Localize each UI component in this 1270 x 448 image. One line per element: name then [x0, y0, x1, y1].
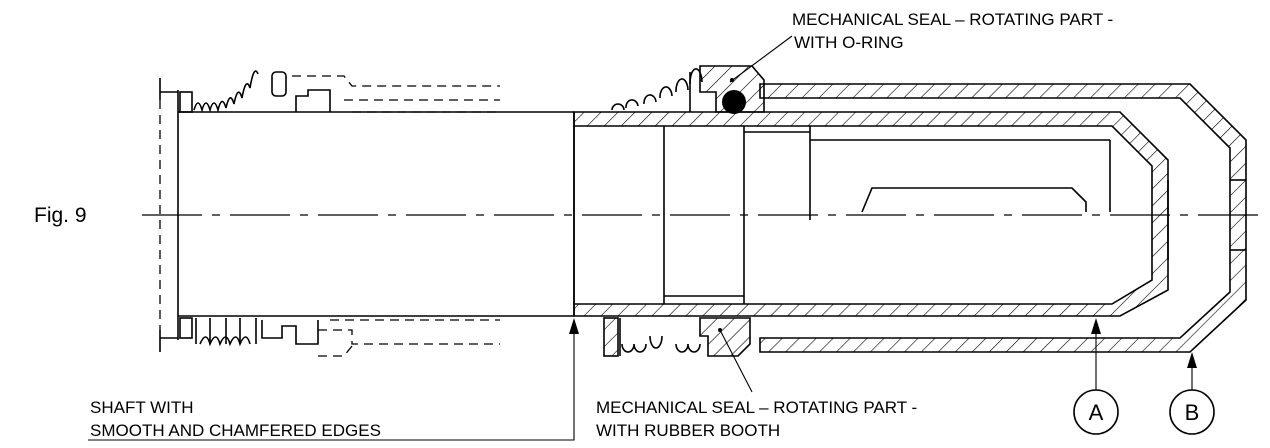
top-seal-label-2: WITH O-RING: [794, 33, 904, 52]
lower-left-spring: [179, 317, 500, 357]
figure-label: Fig. 9: [34, 204, 87, 227]
callout-a-circle: [1073, 389, 1119, 435]
upper-seal: [611, 65, 765, 114]
callout-a-label: A: [1089, 400, 1104, 425]
bottom-seal-label-1: MECHANICAL SEAL – ROTATING PART -: [596, 398, 917, 417]
lower-seal: [603, 317, 751, 357]
sleeve-internal-steps: [663, 126, 1111, 304]
sleeve-a: [573, 111, 1169, 317]
housing-b: [759, 83, 1247, 353]
upper-left-spring: [179, 70, 500, 114]
shaft-label-1: SHAFT WITH: [90, 398, 194, 417]
callout-b-label: B: [1185, 400, 1200, 425]
shaft-label-2: SMOOTH AND CHAMFERED EDGES: [90, 421, 381, 440]
leader-bottom-seal: [719, 329, 753, 393]
shaft-arrowhead: [569, 318, 579, 334]
bottom-seal-label-2: WITH RUBBER BOOTH: [596, 421, 780, 440]
o-ring-icon: [722, 90, 746, 114]
leader-shaft: [88, 322, 575, 441]
leader-top-seal: [729, 35, 793, 83]
top-seal-label-1: MECHANICAL SEAL – ROTATING PART -: [792, 10, 1113, 29]
callout-b-circle: [1169, 389, 1215, 435]
